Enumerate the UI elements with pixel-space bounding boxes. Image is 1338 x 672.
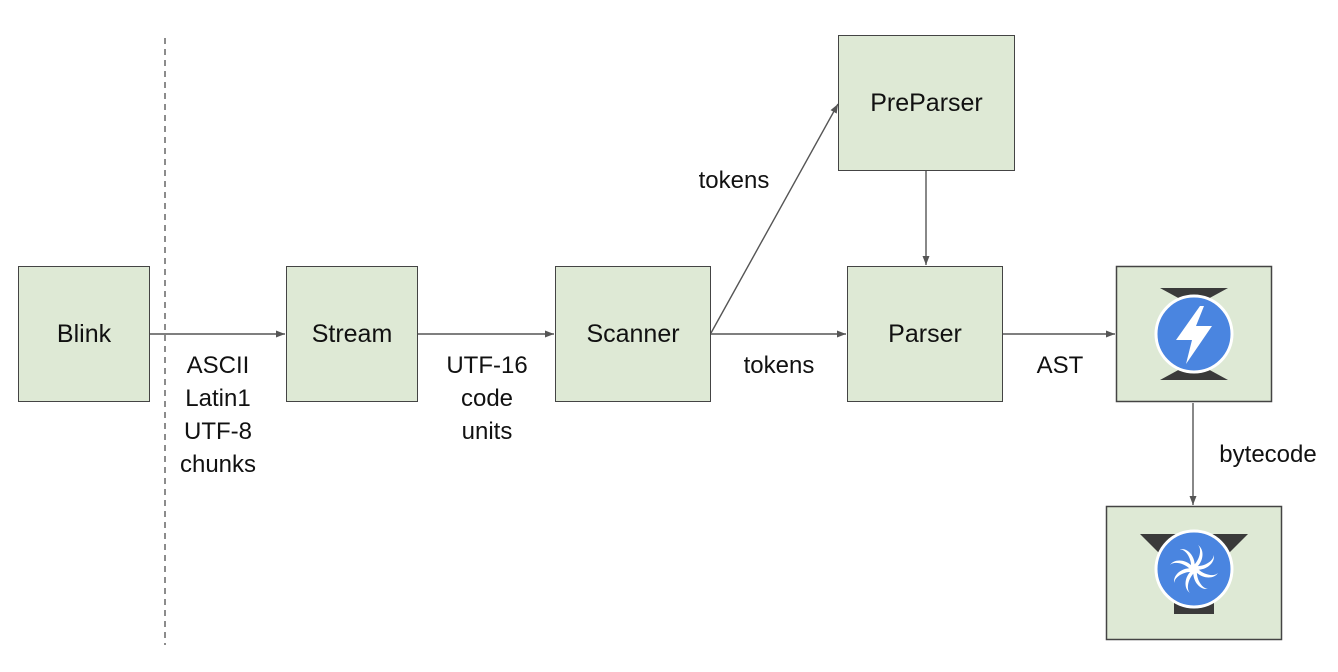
- stream-label: Stream: [311, 319, 393, 348]
- edge-label-scanner-parser: tokens: [743, 352, 815, 379]
- edge-label-line: UTF-16: [446, 352, 528, 379]
- edge-label-blink-stream: ASCII Latin1 UTF-8 chunks: [168, 349, 268, 481]
- turbofan-icon: [1140, 529, 1248, 614]
- preparser-box: PreParser: [838, 35, 1015, 171]
- preparser-label: PreParser: [870, 88, 983, 117]
- stream-box: Stream: [286, 266, 418, 402]
- edge-label-line: units: [461, 418, 513, 445]
- edge-label-line: Latin1: [185, 385, 251, 412]
- arrow-scanner-to-preparser: [710, 103, 839, 334]
- edge-label-line: chunks: [179, 451, 257, 478]
- edge-label-stream-scanner: UTF-16 code units: [437, 349, 537, 448]
- parser-label: Parser: [888, 319, 962, 348]
- edge-label-line: UTF-8: [184, 418, 252, 445]
- edge-label-ignition-turbofan: bytecode: [1219, 441, 1317, 468]
- blink-label: Blink: [56, 319, 112, 348]
- ignition-icon: [1154, 288, 1234, 380]
- edge-label-line: code: [460, 385, 514, 412]
- scanner-box: Scanner: [555, 266, 711, 402]
- edge-label-parser-ignition: AST: [1036, 352, 1084, 379]
- edge-label-scanner-preparser: tokens: [698, 167, 770, 194]
- edge-label-line: ASCII: [186, 352, 250, 379]
- blink-box: Blink: [18, 266, 150, 402]
- scanner-label: Scanner: [586, 319, 680, 348]
- parser-box: Parser: [847, 266, 1003, 402]
